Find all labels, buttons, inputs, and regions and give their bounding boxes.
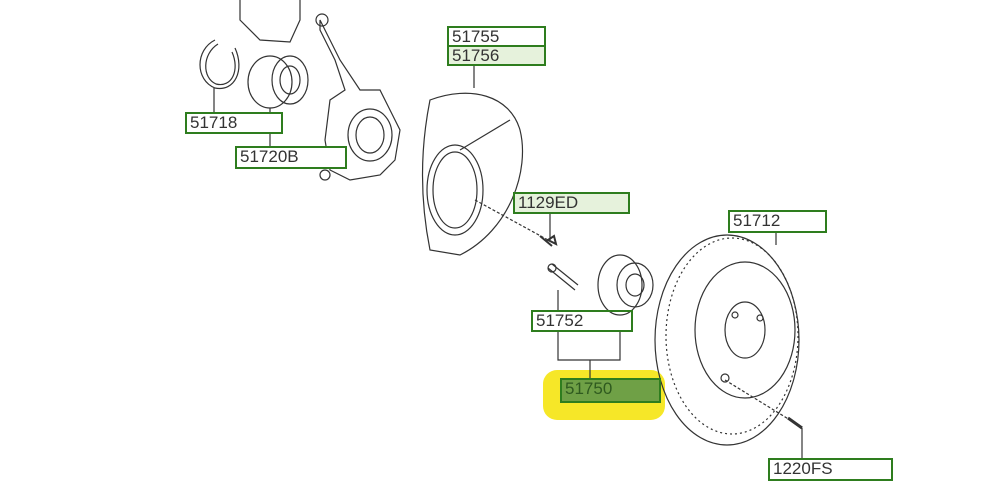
brake-disc-drawing xyxy=(654,234,800,446)
part-label-1220fs[interactable]: 1220FS xyxy=(768,458,893,481)
part-label-1129ed[interactable]: 1129ED xyxy=(513,192,630,214)
part-label-51712[interactable]: 51712 xyxy=(728,210,827,233)
part-label-51750[interactable]: 51750 xyxy=(560,378,661,403)
dust-shield-drawing xyxy=(421,65,524,256)
screw-1220fs-drawing xyxy=(787,416,803,430)
part-label-51756[interactable]: 51756 xyxy=(447,45,546,66)
snap-ring-drawing xyxy=(199,39,240,90)
part-label-51752[interactable]: 51752 xyxy=(531,310,633,332)
bolt-1129ed-drawing xyxy=(539,234,558,247)
part-label-51718[interactable]: 51718 xyxy=(185,112,283,134)
part-label-51720b[interactable]: 51720B xyxy=(235,146,347,169)
wheel-bearing-drawing xyxy=(247,55,309,109)
hub-drawing xyxy=(547,254,654,316)
knuckle-drawing xyxy=(239,0,401,181)
